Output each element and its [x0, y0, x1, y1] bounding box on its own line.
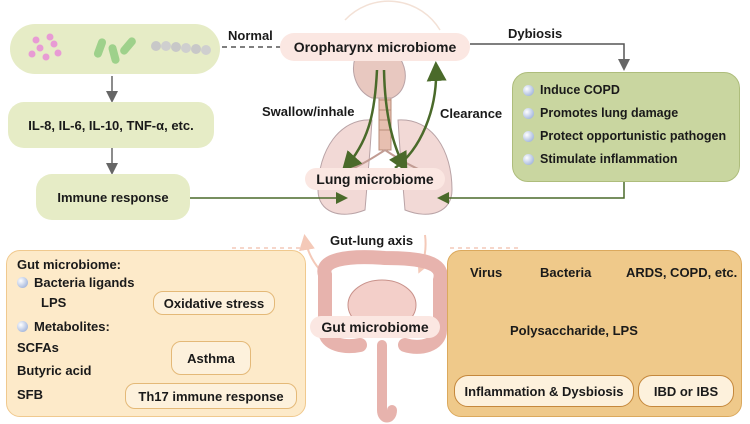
virus-label: Virus — [470, 265, 503, 280]
bacteria-ligands-item: Bacteria ligands — [17, 275, 134, 290]
bullet-icon — [17, 321, 28, 332]
swallow-arrow-left — [341, 69, 379, 172]
metabolites-item: Metabolites: — [17, 319, 110, 334]
th17-box: Th17 immune response — [125, 383, 297, 409]
immune-response-box: Immune response — [36, 174, 190, 220]
scfas-label: SCFAs — [17, 340, 59, 355]
oxidative-stress-box: Oxidative stress — [153, 291, 275, 315]
bullet-icon — [523, 153, 534, 165]
dysbiosis-label: Dybiosis — [508, 26, 563, 41]
gut-panel-title: Gut microbiome: — [17, 257, 122, 272]
bacteria-pill — [10, 24, 220, 74]
lung-microbiome: Lung microbiome — [305, 168, 445, 190]
clearance-label: Clearance — [440, 106, 503, 121]
dysbiosis-effects-box: Induce COPD Promotes lung damage Protect… — [512, 72, 740, 182]
polysaccharide-label: Polysaccharide, LPS — [510, 323, 638, 338]
ibd-box: IBD or IBS — [638, 375, 734, 407]
gut-microbiome-panel: Gut microbiome: Bacteria ligands LPS Oxi… — [6, 250, 306, 417]
cocci-icon — [28, 33, 62, 61]
gut-lung-axis-label: Gut-lung axis — [330, 233, 414, 248]
cytokines-box: IL-8, IL-6, IL-10, TNF-α, etc. — [8, 102, 214, 148]
effect-item: Protect opportunistic pathogen — [523, 129, 726, 143]
sfb-label: SFB — [17, 387, 43, 402]
bacilli-icon — [93, 37, 136, 64]
clearance-arrow — [394, 61, 447, 170]
bacteria-icons — [28, 33, 211, 64]
bullet-icon — [17, 277, 28, 288]
bacteria-label: Bacteria — [540, 265, 592, 280]
streptococci-icon — [151, 41, 211, 55]
bullet-icon — [523, 130, 534, 142]
normal-label: Normal — [228, 28, 273, 43]
bullet-icon — [523, 107, 534, 119]
effect-item: Stimulate inflammation — [523, 152, 678, 166]
bullet-icon — [523, 84, 534, 96]
arrow-copd-to-lung — [437, 182, 625, 204]
oropharynx-microbiome: Oropharynx microbiome — [280, 33, 470, 61]
gut-microbiome-center: Gut microbiome — [310, 316, 440, 338]
inflammation-box: Inflammation & Dysbiosis — [454, 375, 634, 407]
lps-label: LPS — [41, 295, 67, 310]
top-ring — [344, 0, 441, 31]
dysbiosis-arrow — [470, 43, 630, 71]
swallow-label: Swallow/inhale — [262, 104, 355, 119]
asthma-box: Asthma — [171, 341, 251, 375]
throat — [353, 57, 406, 99]
gut-lung-axis-ring — [230, 234, 520, 274]
ards-label: ARDS, COPD, etc. — [626, 265, 738, 280]
butyric-label: Butyric acid — [17, 363, 92, 378]
effect-item: Promotes lung damage — [523, 106, 678, 120]
gut-disease-panel: Virus Bacteria ARDS, COPD, etc. Polysacc… — [447, 250, 742, 417]
effect-item: Induce COPD — [523, 83, 620, 97]
